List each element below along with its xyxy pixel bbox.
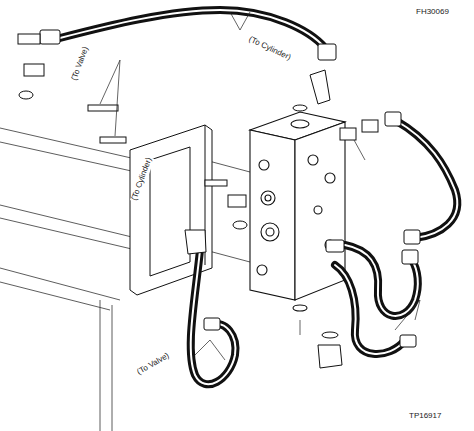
hose-highlights — [60, 10, 457, 384]
part-label: TP16917 — [408, 412, 442, 421]
part-label: FH30069 — [415, 8, 450, 17]
fittings — [18, 30, 420, 368]
valve-block — [250, 112, 345, 311]
leader-lines — [100, 12, 420, 360]
part-label: (To Valve) — [135, 351, 172, 377]
hoses — [60, 10, 457, 384]
part-label: (To Cylinder) — [246, 35, 293, 63]
part-label: (To Valve) — [70, 45, 91, 83]
